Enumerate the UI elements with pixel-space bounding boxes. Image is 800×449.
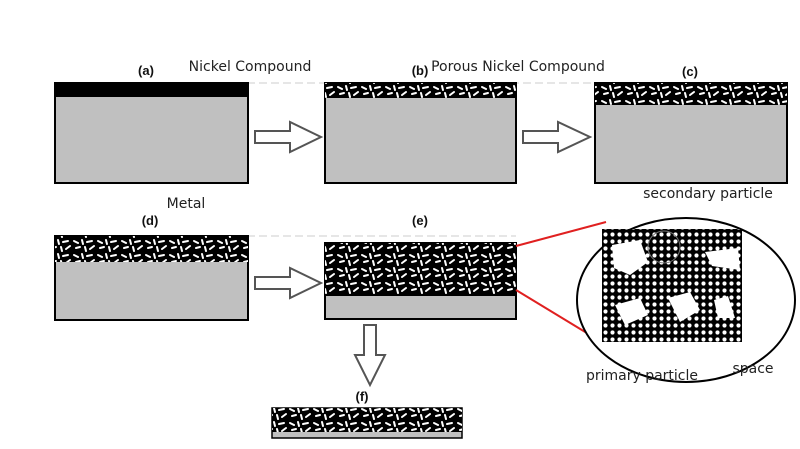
space-label: space (732, 361, 773, 377)
label-a: (a) (138, 63, 154, 78)
stage-d: (d) (54, 213, 249, 321)
arrow-right-icon (254, 120, 324, 154)
stage-f: (f) (271, 389, 463, 439)
arrow-right-icon (522, 120, 593, 154)
secondary-particle-label: secondary particle (643, 186, 773, 202)
zoom-connector (515, 221, 607, 247)
nickel-compound-label: Nickel Compound (189, 59, 312, 75)
label-e: (e) (412, 213, 428, 228)
porous-nickel-compound-label: Porous Nickel Compound (431, 59, 605, 75)
stage-c: (c) (594, 64, 788, 184)
stage-e: (e) (324, 213, 517, 320)
arrow-down-icon (353, 324, 387, 388)
stage-a: (a) (54, 63, 249, 184)
label-b: (b) (412, 63, 429, 78)
label-f: (f) (356, 389, 369, 404)
label-d: (d) (142, 213, 159, 228)
arrows (254, 120, 593, 388)
arrow-right-icon (254, 266, 324, 300)
stage-b: (b) (324, 63, 517, 184)
magnified-view (576, 217, 796, 383)
metal-label: Metal (167, 196, 206, 212)
pore-spaces (612, 240, 740, 325)
label-c: (c) (682, 64, 698, 79)
secondary-particle-circle (647, 230, 681, 264)
primary-particle-label: primary particle (586, 368, 698, 384)
